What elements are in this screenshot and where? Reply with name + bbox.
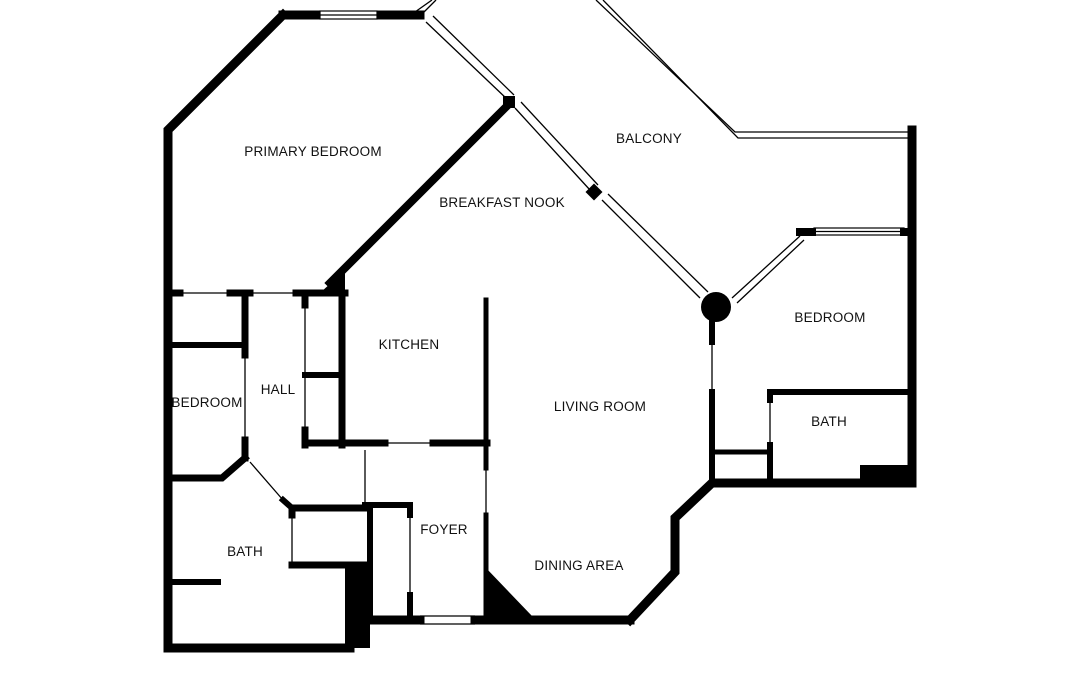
- room-label-bedroom-left: BEDROOM: [171, 395, 242, 410]
- room-labels: PRIMARY BEDROOM BALCONY BREAKFAST NOOK K…: [171, 131, 865, 573]
- room-label-bedroom-right: BEDROOM: [794, 310, 865, 325]
- interior-walls: [168, 96, 913, 648]
- exterior-walls: [163, 8, 917, 653]
- room-label-hall: HALL: [261, 382, 296, 397]
- room-label-bath-left: BATH: [227, 544, 263, 559]
- window-primary-bedroom: [319, 10, 378, 20]
- room-label-kitchen: KITCHEN: [379, 337, 440, 352]
- room-label-living-room: LIVING ROOM: [554, 399, 646, 414]
- room-label-primary-bedroom: PRIMARY BEDROOM: [244, 144, 382, 159]
- room-label-breakfast-nook: BREAKFAST NOOK: [439, 195, 565, 210]
- window-bedroom-right: [796, 227, 912, 236]
- balcony-railing: [414, 0, 910, 139]
- door-openings: [180, 292, 771, 625]
- balcony-glass-doors: [425, 15, 805, 304]
- room-label-foyer: FOYER: [420, 522, 468, 537]
- room-label-bath-right: BATH: [811, 414, 847, 429]
- room-label-dining-area: DINING AREA: [534, 558, 623, 573]
- room-label-balcony: BALCONY: [616, 131, 682, 146]
